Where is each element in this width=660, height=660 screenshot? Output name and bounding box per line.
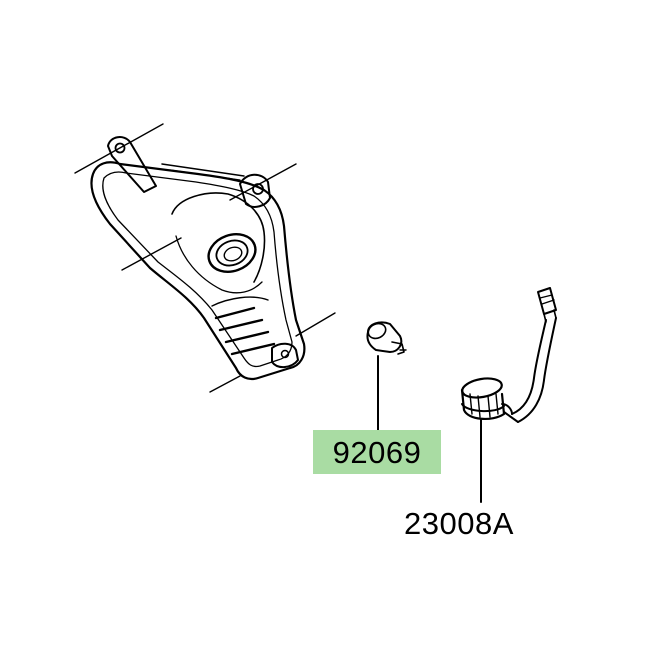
part-number-label-bulb: 92069 <box>313 430 441 474</box>
socket-assembly <box>460 287 557 423</box>
turn-signal-lens-housing <box>74 123 336 393</box>
bulb-part <box>366 321 407 355</box>
part-number-label-socket: 23008A <box>404 506 514 541</box>
part-number-text-bulb: 92069 <box>332 434 422 470</box>
label-highlight <box>313 430 441 474</box>
